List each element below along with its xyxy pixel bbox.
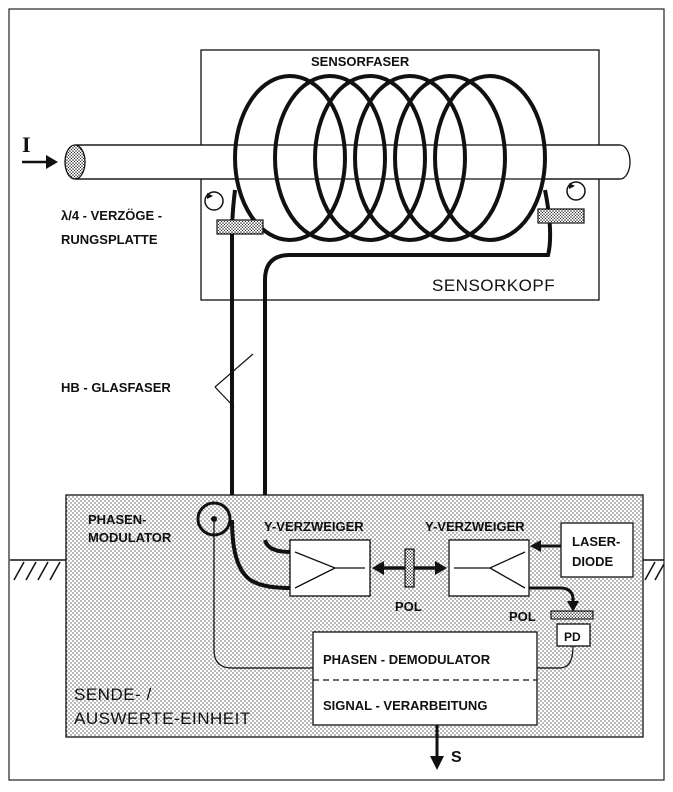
sensor-fiber-coil xyxy=(233,74,547,242)
y-splitter-1-label: Y-VERZWEIGER xyxy=(264,519,364,534)
phase-modulator-contact xyxy=(211,516,217,522)
laser-diode-label-line1: LASER- xyxy=(572,534,620,549)
signal-processing-label: SIGNAL - VERARBEITUNG xyxy=(323,698,487,713)
demodulator-label: PHASEN - DEMODULATOR xyxy=(323,652,491,667)
ground-hatching-right xyxy=(643,559,665,581)
photodiode-signal-line xyxy=(537,645,574,669)
quarter-wave-plate-left xyxy=(216,219,264,235)
rotation-icon-left xyxy=(204,191,224,211)
retarder-label-line1: λ/4 - VERZÖGE - xyxy=(61,208,162,223)
current-label: I xyxy=(22,132,31,157)
y-splitter-2 xyxy=(448,539,530,597)
rotation-icon-right xyxy=(566,181,586,201)
double-arrow-pol xyxy=(372,548,447,588)
photodiode-label: PD xyxy=(564,630,581,644)
sensor-fiber-label: SENSORFASER xyxy=(311,54,410,69)
hb-fiber-label: HB - GLASFASER xyxy=(61,380,171,395)
polarizer-2 xyxy=(550,610,594,620)
figure-frame xyxy=(8,8,665,781)
hb-fiber-callout xyxy=(214,353,254,408)
polarizer-1 xyxy=(404,548,415,588)
unit-label-line2: AUSWERTE-EINHEIT xyxy=(74,709,251,728)
unit-fibers xyxy=(230,519,291,590)
polarizer-2-label: POL xyxy=(509,609,536,624)
ground-hatching-left xyxy=(10,559,66,581)
y-splitter-1 xyxy=(289,539,371,597)
demodulator-box xyxy=(312,631,538,726)
y-splitter-2-label: Y-VERZWEIGER xyxy=(425,519,525,534)
laser-arrow xyxy=(530,540,561,552)
current-arrow xyxy=(22,155,58,169)
polarizer-1-label: POL xyxy=(395,599,422,614)
modulator-control-line xyxy=(213,522,313,669)
phase-modulator-label-line2: MODULATOR xyxy=(88,530,172,545)
rod-outline-front xyxy=(75,144,620,180)
output-label: S xyxy=(451,749,462,766)
quarter-wave-plate-right xyxy=(537,208,585,224)
rod-end-face xyxy=(64,144,86,180)
phase-modulator-label-line1: PHASEN- xyxy=(88,512,147,527)
laser-diode-label-line2: DIODE xyxy=(572,554,614,569)
retarder-label-line2: RUNGSPLATTE xyxy=(61,232,158,247)
laser-diode-box xyxy=(560,522,634,578)
output-arrow xyxy=(430,725,444,770)
sensor-head-label: SENSORKOPF xyxy=(432,276,555,295)
photodiode-path xyxy=(529,586,594,620)
unit-label-line1: SENDE- / xyxy=(74,685,152,704)
